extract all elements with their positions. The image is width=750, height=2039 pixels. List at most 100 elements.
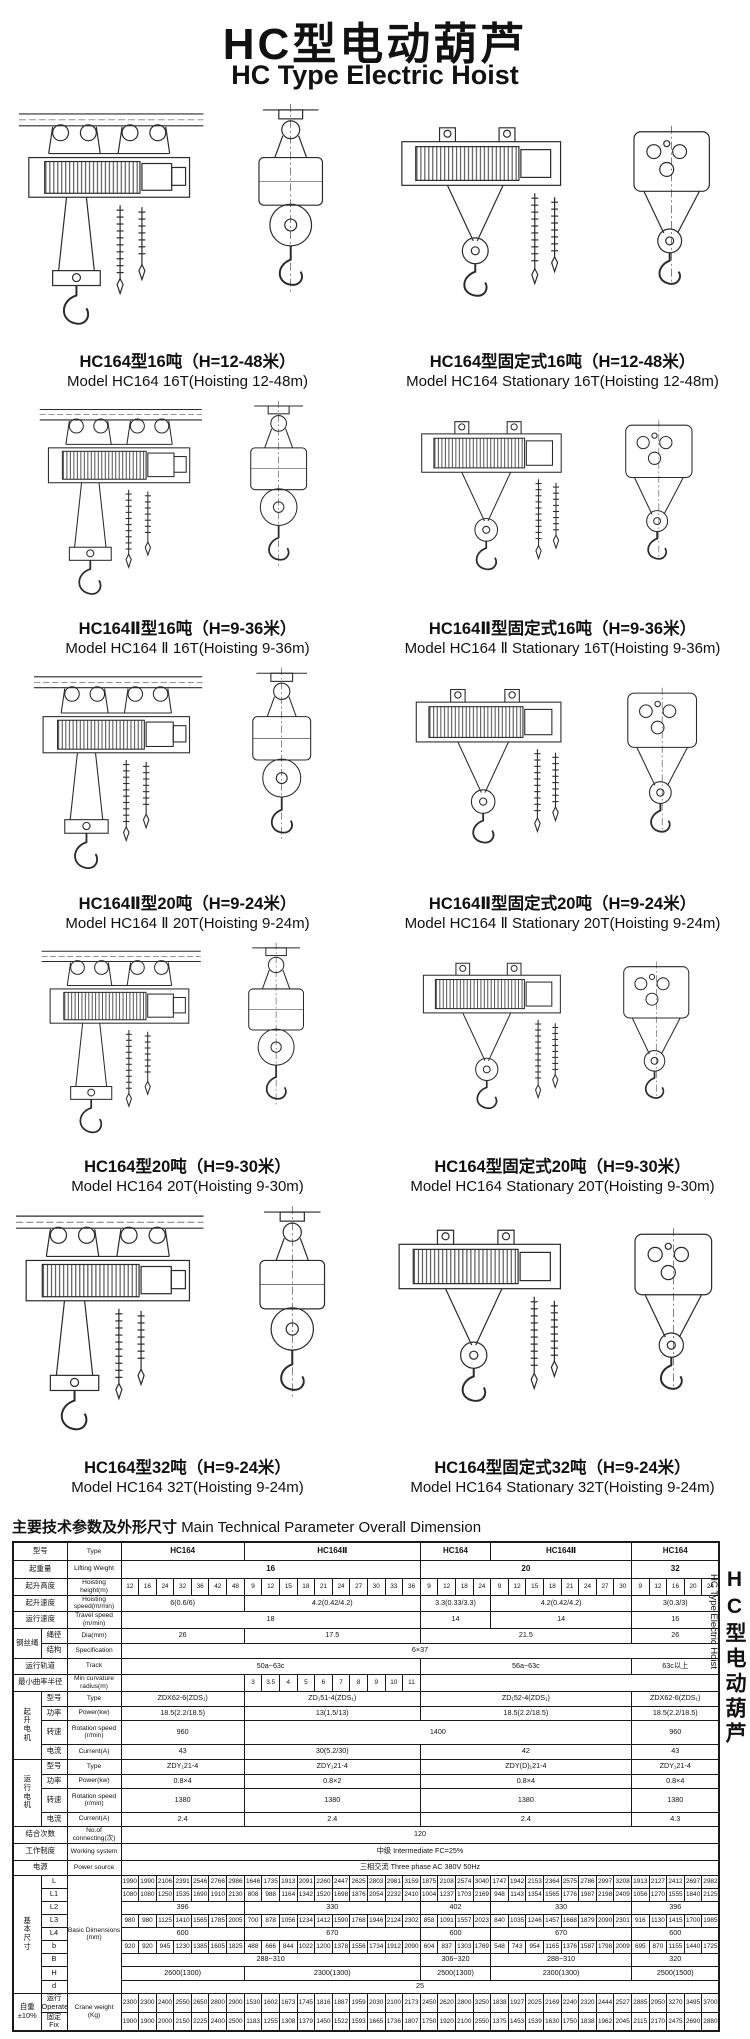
table-cell: 1379 [296, 2011, 316, 2032]
table-cell: 10 [384, 1673, 404, 1692]
table-cell: Basic Dimensions (mm) [66, 1874, 122, 1994]
table-cell: 2300(1300) [243, 1965, 421, 1981]
table-cell: 1556 [349, 1939, 368, 1954]
table-cell: 3 [243, 1673, 263, 1692]
table-cell: 1990 [120, 1874, 140, 1889]
table-cell: Power source [66, 1859, 122, 1876]
table-cell: 2090 [402, 1939, 421, 1954]
table-cell: 1303 [454, 1939, 474, 1954]
table-cell: 18.5(2.2/18.5) [630, 1705, 720, 1721]
table-cell: 三相交流 Three phase AC 380V 50Hz [120, 1859, 720, 1876]
table-cell: H [40, 1965, 68, 1981]
side-title-zh: HC型电动葫芦 [723, 1568, 746, 1747]
table-cell: 1056 [278, 1913, 298, 1928]
table-cell: 4.3 [630, 1811, 720, 1827]
table-cell: 2.4 [120, 1811, 245, 1827]
table-cell: b [40, 1939, 68, 1954]
table-cell: Current(A) [66, 1743, 122, 1760]
table-cell: 16 [630, 1610, 720, 1629]
table-cell: 24 [155, 1577, 175, 1596]
table-cell: HC164 [419, 1541, 492, 1561]
table-cell: 1768 [349, 1913, 368, 1928]
table-cell: 2650 [190, 1992, 210, 2013]
hoist-trolley-drawing [18, 103, 323, 325]
table-cell: 起升高度 [12, 1577, 68, 1596]
table-cell: 695 [630, 1939, 650, 1954]
table-cell: 1535 [173, 1887, 192, 1902]
table-cell: 2885 [630, 1992, 650, 2013]
table-cell: 1308 [278, 2011, 298, 2032]
table-cell: 43 [630, 1743, 720, 1760]
table-cell: 3.3(0.33/3.3) [419, 1594, 492, 1612]
table-cell: 288~310 [490, 1952, 632, 1967]
table-cell: 运行 Operate [40, 1992, 68, 2013]
table-cell: 2500(1300) [419, 1965, 492, 1981]
table-cell: 1453 [507, 2011, 527, 2032]
trolley-hoist-art [0, 941, 375, 1155]
table-cell: Dia(mm) [66, 1627, 122, 1644]
table-cell: 转速 [40, 1719, 68, 1745]
figure-caption-zh: HC164型固定式20吨（H=9-30米） [434, 1158, 691, 1176]
table-cell: 1703 [454, 1887, 474, 1902]
table-cell: 1698 [331, 1887, 351, 1902]
table-cell: 2574 [454, 1874, 474, 1889]
table-cell: 808 [243, 1887, 263, 1902]
table-cell: 920 [120, 1939, 140, 1954]
table-cell: 330 [243, 1900, 421, 1915]
table-cell: 1091 [437, 1913, 456, 1928]
table-cell: 1630 [542, 2011, 562, 2032]
table-cell: 2150 [173, 2011, 192, 2032]
table-cell: 1354 [525, 1887, 544, 1902]
table-cell: 32 [630, 1559, 720, 1579]
table-cell: Specification [66, 1642, 122, 1659]
table-cell: 结构 [40, 1642, 68, 1659]
figure-caption: HC164型固定式20吨（H=9-30米）Model HC164 Station… [410, 1158, 714, 1200]
table-cell: 1734 [366, 1939, 386, 1954]
table-title-zh: 主要技术参数及外形尺寸 [12, 1519, 178, 1536]
table-cell: 1035 [507, 1913, 527, 1928]
table-cell: 2240 [560, 1992, 580, 2013]
table-cell: 670 [243, 1926, 421, 1941]
table-cell: 30 [613, 1577, 632, 1596]
table-cell: 1440 [683, 1939, 703, 1954]
table-cell: 26 [120, 1627, 245, 1644]
table-cell: 288~310 [120, 1952, 421, 1967]
table-cell: 3(0.3/3) [630, 1594, 720, 1612]
table-cell: 2450 [419, 1992, 439, 2013]
table-cell: 2127 [648, 1874, 668, 1889]
table-cell: 396 [630, 1900, 720, 1915]
table-cell: 12 [120, 1577, 140, 1596]
table-cell: 0.8×4 [419, 1773, 632, 1789]
table-cell: L2 [40, 1900, 68, 1915]
table-cell: B [40, 1952, 68, 1967]
table-cell: 1807 [402, 2011, 421, 2032]
figure-caption-en: Model HC164 32T(Hoisting 9-24m) [71, 1478, 304, 1496]
table-cell: 954 [525, 1939, 544, 1954]
table-cell: 起升电机 [12, 1690, 42, 1760]
table-cell: 2500 [226, 2011, 245, 2032]
table-cell: 600 [419, 1926, 492, 1941]
table-cell: 30(5.2/30) [243, 1743, 421, 1760]
table-cell: 1539 [525, 2011, 544, 2032]
figure-caption-zh: HC164型固定式16吨（H=12-48米） [429, 353, 696, 371]
table-cell: L [40, 1874, 68, 1889]
table-cell: 2500(1500) [630, 1965, 720, 1981]
table-cell: 2600(1300) [120, 1965, 245, 1981]
table-cell: 837 [437, 1939, 456, 1954]
table-cell: 电流 [40, 1743, 68, 1760]
table-cell: 30 [366, 1577, 386, 1596]
table-cell [419, 1673, 720, 1692]
table-cell: 488 [243, 1939, 263, 1954]
table-cell: 36 [402, 1577, 421, 1596]
table-cell: 25 [120, 1979, 720, 1994]
hoist-figure: HC164型固定式16吨（H=12-48米）Model HC164 Statio… [375, 102, 750, 395]
hoist-figure: HC164型固定式32吨（H=9-24米）Model HC164 Station… [375, 1204, 750, 1501]
table-cell: Hoisting speed(m/min) [66, 1594, 122, 1612]
